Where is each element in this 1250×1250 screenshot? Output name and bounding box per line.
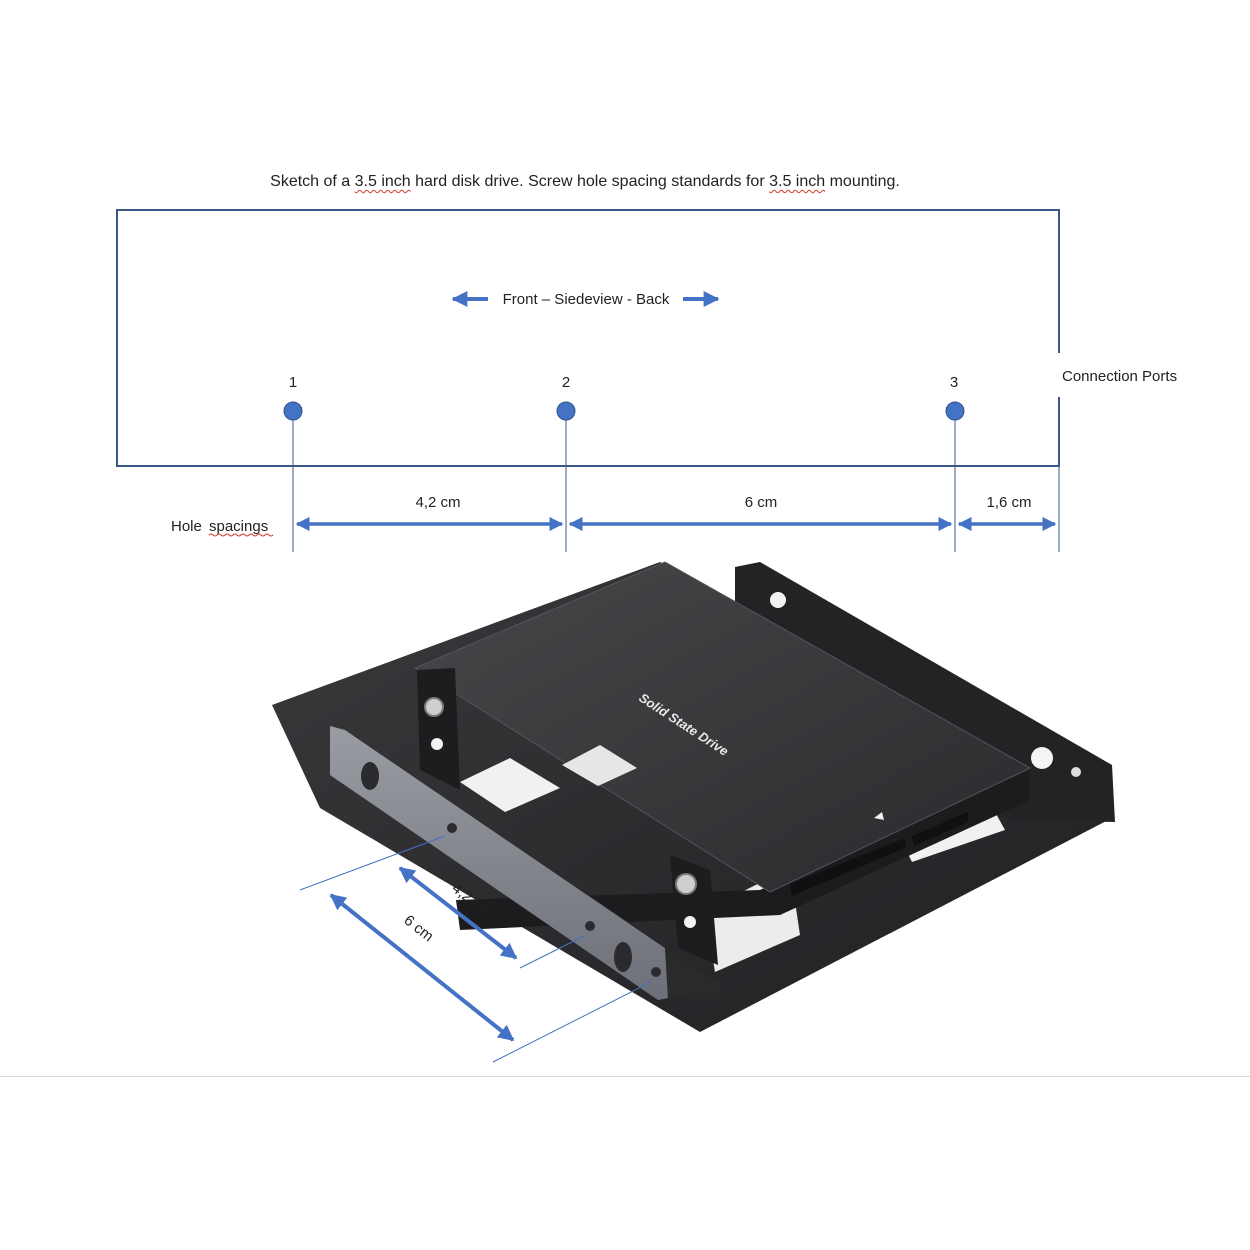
ssd-label-sticker	[562, 745, 637, 786]
spacing-label-1: 4,2 cm	[415, 494, 460, 511]
front-rail-top-edge	[345, 730, 720, 1000]
photo-dim-label-2: 6 cm	[401, 912, 437, 945]
hole-3: 3	[945, 374, 965, 421]
photo-guide-2	[519, 935, 585, 969]
hole-2: 2	[556, 374, 576, 421]
hole-2-label: 2	[562, 374, 570, 391]
bracket-back-rail	[735, 562, 1115, 822]
ssd-sata-power	[790, 838, 905, 896]
screw-hole-3	[945, 401, 965, 421]
title-term-1: 3.5 inch	[354, 173, 411, 190]
standoff-screw-1	[424, 697, 444, 717]
front-rail-slot-1	[361, 762, 379, 790]
sideview-label: Front – Siedeview - Back	[503, 291, 670, 308]
ssd-triangle-mark	[874, 812, 884, 820]
title-term-2: 3.5 inch	[769, 173, 826, 190]
hole-spacings-prefix: Hole	[171, 518, 202, 535]
back-rail-hole-3	[1071, 767, 1081, 777]
spellcheck-underline	[208, 533, 274, 537]
screw-hole-2	[556, 401, 576, 421]
back-rail-hole-1	[770, 592, 786, 608]
bracket-photo: Solid State Drive 4,2 cm 6 cm	[272, 561, 1115, 1063]
hole-1-label: 1	[289, 374, 297, 391]
photo-guide-3	[492, 981, 652, 1063]
base-cutout-1	[460, 758, 560, 812]
front-rail-hole-3	[651, 967, 661, 977]
screw-hole-1	[283, 401, 303, 421]
drive-outline	[116, 209, 1060, 467]
ssd-top	[413, 561, 1032, 893]
page-divider	[0, 1076, 1250, 1077]
spacing-label-2: 6 cm	[745, 494, 778, 511]
front-rail-slot-2	[614, 942, 632, 972]
bracket-front-rail	[330, 726, 668, 1000]
guide-lines	[292, 420, 1060, 552]
hole-3-label: 3	[950, 374, 958, 391]
photo-guide-1	[299, 835, 446, 891]
connection-ports-label: Connection Ports	[1062, 368, 1177, 385]
diagram-title: Sketch of a 3.5 inch hard disk drive. Sc…	[270, 173, 900, 190]
hole-spacings-label: spacings	[209, 518, 268, 535]
back-rail-hole-2	[1031, 747, 1053, 769]
ssd-sata-data	[912, 812, 968, 846]
standoff-screw-2	[675, 873, 697, 895]
photo-dim-arrow-2	[329, 893, 515, 1042]
front-rail-hole-1	[447, 823, 457, 833]
standoff-hole-1	[431, 738, 443, 750]
hole-1: 1	[283, 374, 303, 421]
front-rail-hole-2	[585, 921, 595, 931]
standoff-hole-2	[684, 916, 696, 928]
base-cutout-3	[905, 812, 1005, 862]
front-standoff-1	[417, 668, 460, 790]
spacing-label-3: 1,6 cm	[986, 494, 1031, 511]
